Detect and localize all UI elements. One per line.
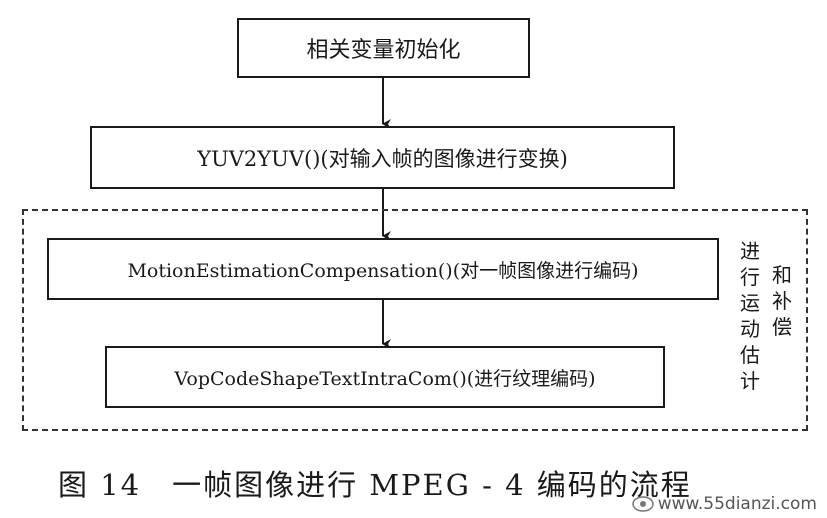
- step-init-variables: 相关变量初始化: [237, 18, 530, 78]
- step-yuv-label: YUV2YUV()(对输入帧的图像进行变换): [197, 146, 568, 171]
- group-label-line1: 进行运动估计: [740, 239, 760, 393]
- watermark: www.55dianzi.com: [631, 494, 817, 514]
- step-init-label: 相关变量初始化: [306, 38, 461, 63]
- motion-estimation-group: [22, 209, 808, 431]
- watermark-text: www.55dianzi.com: [657, 494, 817, 514]
- step-motion-estimation: MotionEstimationCompensation()(对一帧图像进行编码…: [47, 238, 719, 300]
- step-yuv2yuv: YUV2YUV()(对输入帧的图像进行变换): [90, 126, 675, 189]
- group-label-line2: 和补偿: [772, 263, 792, 339]
- step-me-label: MotionEstimationCompensation()(对一帧图像进行编码…: [127, 259, 639, 282]
- step-vop-label: VopCodeShapeTextIntraCom()(进行纹理编码): [174, 367, 596, 390]
- figure-caption: 图 14 一帧图像进行 MPEG - 4 编码的流程: [58, 468, 692, 502]
- step-vop-code-shape: VopCodeShapeTextIntraCom()(进行纹理编码): [105, 346, 665, 408]
- watermark-logo-icon: [631, 496, 654, 512]
